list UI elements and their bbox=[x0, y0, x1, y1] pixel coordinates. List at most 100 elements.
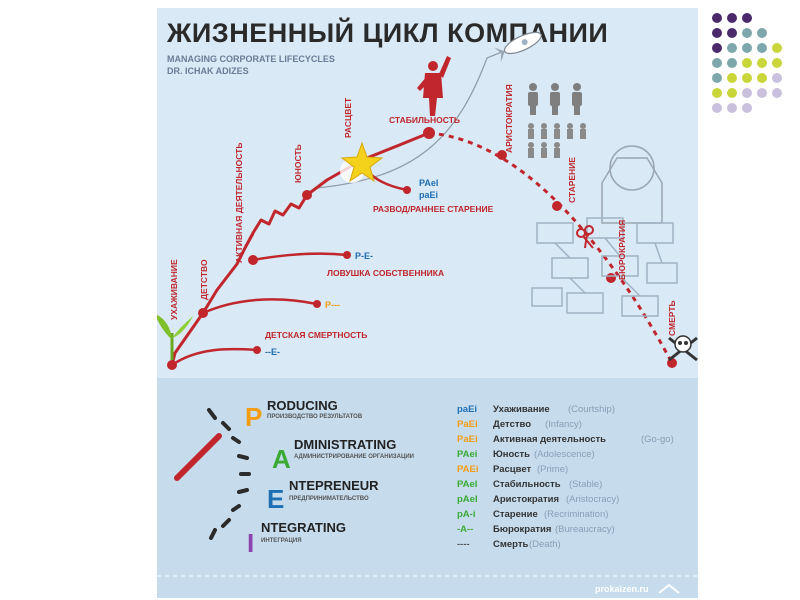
poster-subtitle-book: MANAGING CORPORATE LIFECYCLES bbox=[167, 54, 335, 64]
legend-eng: (Go-go) bbox=[641, 434, 674, 445]
legend-name: Расцвет bbox=[493, 464, 531, 475]
legend-eng: (Bureaucracy) bbox=[555, 524, 615, 535]
stage-gogo-label: АКТИВНАЯ ДЕЯТЕЛЬНОСТЬ bbox=[234, 143, 244, 263]
legend-eng: (Recrimination) bbox=[544, 509, 608, 520]
stage-adolescence-label: ЮНОСТЬ bbox=[293, 144, 303, 183]
stage-prime-label: РАСЦВЕТ bbox=[343, 97, 353, 138]
legend-eng: (Infancy) bbox=[545, 419, 582, 430]
rocket-icon bbox=[494, 31, 542, 63]
decorative-dot bbox=[772, 43, 782, 53]
decorative-dot bbox=[712, 28, 722, 38]
lifecycle-diagram: УХАЖИВАНИЕ ДЕТСТВО АКТИВНАЯ ДЕЯТЕЛЬНОСТЬ… bbox=[157, 31, 698, 594]
trap-infant-code: P--- bbox=[325, 300, 340, 310]
legend-code: pA-i bbox=[457, 509, 475, 520]
decorative-dot bbox=[712, 58, 722, 68]
legend-code: -A-- bbox=[457, 524, 473, 535]
decorative-dot bbox=[727, 103, 737, 113]
lifecycle-curve-decline bbox=[428, 131, 674, 364]
legend-name: Аристократия bbox=[493, 494, 559, 505]
decorative-dot bbox=[742, 43, 752, 53]
paei-name-i: NTEGRATING bbox=[261, 520, 346, 535]
decorative-dot bbox=[727, 73, 737, 83]
decorative-dot bbox=[772, 88, 782, 98]
legend-code: PaEi bbox=[457, 434, 478, 445]
org-chart-icon bbox=[531, 217, 678, 317]
legend-name: Стабильность bbox=[493, 479, 561, 490]
trap-founder-code: P-E- bbox=[355, 251, 373, 261]
trap-divorce-code-2: paEi bbox=[419, 190, 438, 200]
trap-founder-label: ЛОВУШКА СОБСТВЕННИКА bbox=[327, 268, 444, 278]
people-small-icon bbox=[528, 123, 586, 158]
trap-divorce-code-1: PAeI bbox=[419, 178, 438, 188]
legend-name: Детство bbox=[493, 419, 531, 430]
stage-death-label: СМЕРТЬ bbox=[667, 300, 677, 336]
person-icon bbox=[417, 56, 451, 116]
stage-bureaucracy-label: БЮРОКРАТИЯ bbox=[617, 220, 627, 280]
paei-letter-e: E bbox=[267, 484, 284, 514]
paei-desc-a: АДМИНИСТРИРОВАНИЕ ОРГАНИЗАЦИИ bbox=[294, 454, 414, 460]
scissors-icon bbox=[576, 225, 594, 249]
trap-affair-code: --E- bbox=[265, 347, 280, 357]
paei-desc-i: ИНТЕГРАЦИЯ bbox=[261, 538, 302, 544]
decorative-dot bbox=[757, 58, 767, 68]
decorative-dot bbox=[727, 88, 737, 98]
stage-courtship-label: УХАЖИВАНИЕ bbox=[169, 259, 179, 320]
paei-letter-a: A bbox=[272, 444, 291, 474]
stage-recrimination-label: СТАРЕНИЕ bbox=[567, 157, 577, 203]
star-icon bbox=[340, 141, 384, 183]
decorative-dot bbox=[727, 28, 737, 38]
lifecycle-curve-panel bbox=[157, 8, 698, 378]
decorative-dot bbox=[727, 43, 737, 53]
paei-letter-i: I bbox=[247, 528, 254, 558]
legend-code: PAEi bbox=[457, 464, 478, 475]
branch-founder-trap bbox=[252, 252, 348, 262]
legend-name: Смерть bbox=[493, 539, 529, 550]
seedling-icon bbox=[157, 314, 193, 360]
paei-letters: P RODUCING ПРОИЗВОДСТВО РЕЗУЛЬТАТОВ A DM… bbox=[245, 398, 414, 558]
branch-infant-mortality bbox=[202, 298, 318, 315]
decorative-dot bbox=[742, 88, 752, 98]
paei-legend-panel bbox=[157, 378, 698, 598]
stage-stable-label: СТАБИЛЬНОСТЬ bbox=[389, 115, 460, 125]
legend-row: -A--Бюрократия(Bureaucracy) bbox=[457, 524, 615, 535]
legend-name: Активная деятельность bbox=[493, 434, 606, 445]
paei-letter-p: P bbox=[245, 402, 262, 432]
decorative-dot bbox=[742, 58, 752, 68]
legend-eng: (Stable) bbox=[569, 479, 602, 490]
legend-eng: (Courtship) bbox=[568, 404, 615, 415]
paei-name-e: NTEPRENEUR bbox=[289, 478, 379, 493]
footer-logo-icon bbox=[658, 583, 680, 594]
decorative-dot bbox=[757, 73, 767, 83]
decorative-dot bbox=[742, 103, 752, 113]
legend-eng: (Prime) bbox=[537, 464, 568, 475]
paei-gauge-icon bbox=[174, 408, 251, 540]
decorative-dot bbox=[757, 43, 767, 53]
legend-name: Юность bbox=[493, 449, 530, 460]
lifecycle-poster: ЖИЗНЕННЫЙ ЦИКЛ КОМПАНИИ MANAGING CORPORA… bbox=[157, 8, 698, 598]
decorative-dot bbox=[712, 13, 722, 23]
branch-affair bbox=[171, 347, 258, 367]
stage-aristocracy-label: АРИСТОКРАТИЯ bbox=[504, 84, 514, 153]
decorative-dot bbox=[712, 88, 722, 98]
decorative-dot bbox=[772, 73, 782, 83]
decorative-dot bbox=[772, 58, 782, 68]
legend-code: PAei bbox=[457, 449, 477, 460]
decorative-dot bbox=[742, 73, 752, 83]
people-icon bbox=[528, 83, 582, 115]
legend-code: paEi bbox=[457, 404, 477, 415]
legend-eng: (Death) bbox=[529, 539, 561, 550]
decorative-dot bbox=[712, 103, 722, 113]
sweater-icon bbox=[601, 145, 663, 224]
skull-icon bbox=[668, 335, 698, 362]
decorative-dot bbox=[757, 28, 767, 38]
decorative-dot bbox=[742, 13, 752, 23]
legend-row: ----Смерть(Death) bbox=[457, 539, 561, 550]
decorative-dot bbox=[757, 88, 767, 98]
legend-eng: (Aristocracy) bbox=[566, 494, 619, 505]
